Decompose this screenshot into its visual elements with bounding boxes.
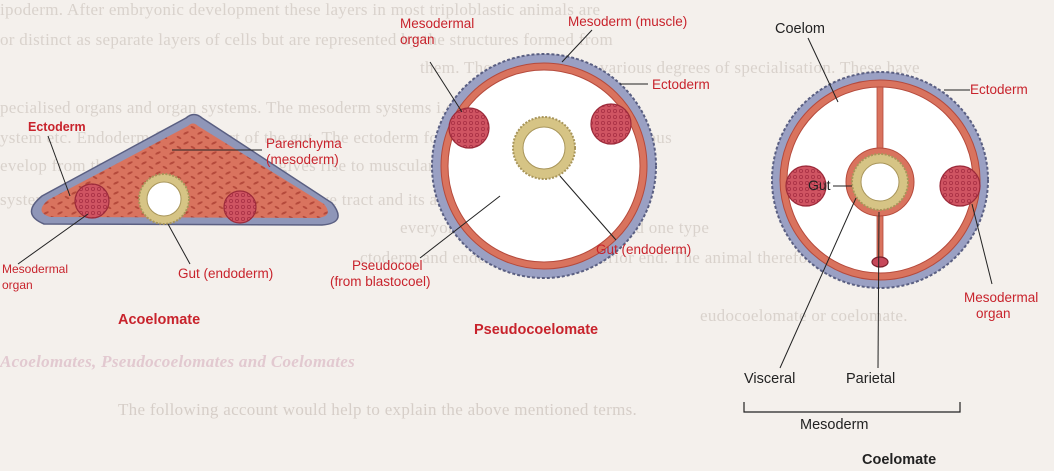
coelomate-diagram	[744, 38, 992, 412]
visceral-label: Visceral	[744, 372, 795, 387]
acoelomate-organ-label: organ	[2, 278, 33, 293]
coelomate-blood-vessel	[872, 257, 888, 267]
pseudocoelomate-mesoderm-muscle-label: Mesoderm (muscle)	[568, 14, 687, 29]
pseudocoelomate-ectoderm-label: Ectoderm	[652, 77, 710, 92]
pseudocoelomate-gut-label: Gut (endoderm)	[596, 242, 691, 257]
coelomate-mesodermal-organ-right	[940, 166, 980, 206]
pseudocoel-sub-label: (from blastocoel)	[330, 274, 431, 289]
acoelomate-parenchyma-sub-label: (mesoderm)	[266, 152, 339, 167]
dorsal-mesentery	[877, 87, 883, 149]
acoelomate-gut-label: Gut (endoderm)	[178, 266, 273, 281]
pseudocoel-label: Pseudocoel	[352, 258, 423, 273]
acoelomate-mesodermal-organ-left	[75, 184, 109, 218]
coelomate-mesodermal-label: Mesodermal	[964, 290, 1038, 305]
acoelomate-caption: Acoelomate	[118, 312, 200, 328]
coelomate-gut-lumen	[861, 163, 899, 201]
mesoderm-label: Mesoderm	[800, 418, 869, 433]
coelomate-ectoderm-label: Ectoderm	[970, 82, 1028, 97]
pseudocoelomate-caption: Pseudocoelomate	[474, 322, 598, 338]
pseudocoelomate-mesodermal-organ-left	[449, 108, 489, 148]
acoelomate-gut-lumen	[147, 182, 181, 216]
coelomate-gut-label: Gut	[808, 178, 831, 193]
pseudocoelomate-diagram	[420, 30, 656, 278]
acoelomate-mesodermal-organ-right	[224, 191, 256, 223]
acoelomate-parenchyma-label: Parenchyma	[266, 136, 342, 151]
coelomate-caption: Coelomate	[862, 452, 936, 468]
pseudocoelomate-gut-lumen	[523, 127, 565, 169]
acoelomate-ectoderm-label: Ectoderm	[28, 120, 86, 135]
mesoderm-bracket	[744, 402, 960, 412]
pseudocoelomate-mesodermal-label: Mesodermal	[400, 16, 474, 31]
acoelomate-mesodermal-label: Mesodermal	[2, 262, 68, 277]
coelomate-organ-label: organ	[976, 306, 1011, 321]
pseudocoelomate-mesodermal-organ-right	[591, 104, 631, 144]
coelom-label: Coelom	[775, 22, 825, 37]
parietal-label: Parietal	[846, 372, 895, 387]
pseudocoelomate-organ-label: organ	[400, 32, 435, 47]
